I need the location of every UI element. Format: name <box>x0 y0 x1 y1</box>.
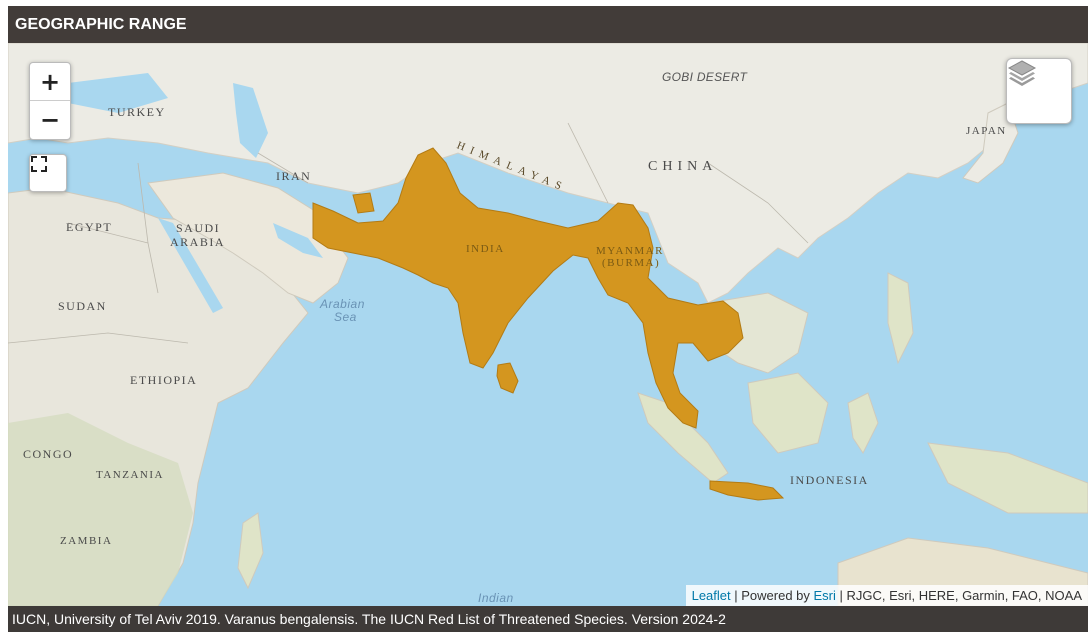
leaflet-link[interactable]: Leaflet <box>691 588 731 603</box>
label-arabian-sea-1: Arabian <box>320 297 365 311</box>
land-arabia <box>147 172 349 304</box>
range-polygon-pakistan-west <box>352 192 375 214</box>
geographic-range-panel: GEOGRAPHIC RANGE <box>8 6 1088 632</box>
label-sudan: SUDAN <box>58 299 107 313</box>
label-saudi-arabia-1: SAUDI <box>176 221 221 235</box>
land-sulawesi <box>847 392 879 454</box>
fullscreen-icon <box>31 156 47 172</box>
label-indian-ocean: Indian <box>478 591 514 605</box>
land-madagascar <box>237 512 264 590</box>
label-saudi-arabia-2: ARABIA <box>170 235 226 249</box>
label-ethiopia: ETHIOPIA <box>130 373 198 387</box>
caspian-sea <box>233 83 268 158</box>
map-basemap <box>8 43 1088 606</box>
layers-icon <box>1007 60 1037 86</box>
zoom-out-button[interactable]: − <box>30 100 70 138</box>
range-polygon-java <box>709 480 785 501</box>
range-polygon-south-asia <box>312 147 744 429</box>
label-egypt: EGYPT <box>66 220 113 234</box>
label-congo: CONGO <box>23 447 74 461</box>
land-africa-green <box>8 413 193 606</box>
esri-link[interactable]: Esri <box>813 588 836 603</box>
black-sea <box>68 73 168 113</box>
panel-title: GEOGRAPHIC RANGE <box>8 6 1088 43</box>
label-gobi-desert: GOBI DESERT <box>662 70 748 84</box>
map-attribution: Leaflet | Powered by Esri | RJGC, Esri, … <box>685 585 1088 606</box>
range-map[interactable]: TURKEY IRAN EGYPT SAUDI ARABIA SUDAN ETH… <box>8 43 1088 606</box>
persian-gulf <box>273 223 323 258</box>
country-borders <box>8 122 809 344</box>
red-sea <box>158 218 223 313</box>
label-iran: IRAN <box>276 169 312 183</box>
layers-button[interactable] <box>1006 58 1072 124</box>
label-japan: JAPAN <box>966 125 1007 137</box>
label-indonesia: INDONESIA <box>790 473 869 487</box>
land-new-guinea <box>927 442 1088 514</box>
attribution-powered-by: | Powered by <box>730 588 814 603</box>
label-myanmar-1: MYANMAR <box>596 245 664 257</box>
label-india: INDIA <box>466 243 505 255</box>
label-zambia: ZAMBIA <box>60 535 113 547</box>
label-tanzania: TANZANIA <box>96 469 164 481</box>
citation-text: IUCN, University of Tel Aviv 2019. Varan… <box>8 606 1088 632</box>
label-myanmar-2: (BURMA) <box>602 257 661 269</box>
range-polygon-sri-lanka <box>496 362 519 394</box>
fullscreen-button[interactable] <box>29 154 67 192</box>
label-china: CHINA <box>648 159 718 174</box>
label-arabian-sea-2: Sea <box>334 310 357 324</box>
zoom-in-button[interactable]: + <box>39 67 61 96</box>
land-borneo <box>747 372 829 454</box>
zoom-control: + − <box>29 62 71 140</box>
attribution-sources: | RJGC, Esri, HERE, Garmin, FAO, NOAA <box>835 588 1082 603</box>
land-eurasia <box>8 43 1088 304</box>
land-philippines <box>887 272 914 365</box>
label-turkey: TURKEY <box>108 105 166 119</box>
